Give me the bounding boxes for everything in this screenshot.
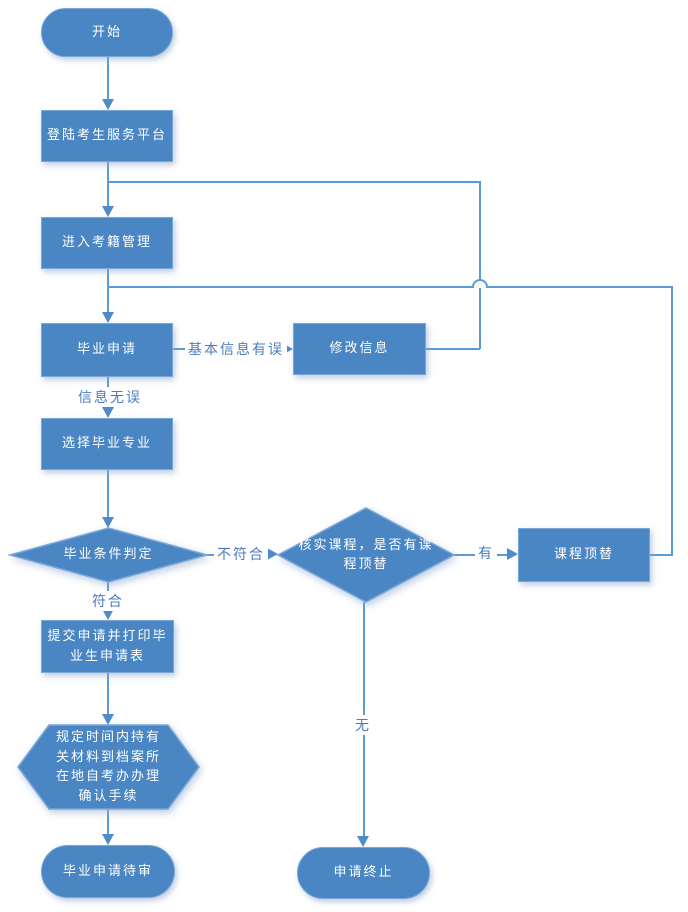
connector-replace-loop-back-left (107, 286, 472, 288)
node-verify-shape (276, 507, 456, 603)
node-replace: 课程顶替 (518, 528, 650, 582)
connector-modify-loop-back (107, 181, 480, 183)
connector-enter-apply (107, 269, 109, 312)
arrowhead-into-modify (282, 343, 293, 355)
arrowhead-into-submit (102, 609, 114, 620)
node-terminate-label: 申请终止 (333, 865, 394, 881)
diamond-verify (276, 507, 456, 603)
node-login: 登陆考生服务平台 (41, 110, 173, 162)
node-select-major: 选择毕业专业 (41, 418, 173, 470)
arrowhead-into-verify (267, 548, 278, 560)
node-terminate: 申请终止 (297, 847, 430, 899)
node-pending: 毕业申请待审 (41, 845, 175, 898)
node-apply-label: 毕业申请 (76, 342, 137, 358)
connector-submit-confirm (107, 673, 109, 715)
node-modify: 修改信息 (293, 323, 426, 375)
arrowhead-into-terminate (357, 836, 369, 847)
connector-login-enter (107, 162, 109, 206)
hexagon-confirm (17, 724, 200, 810)
node-enter-label: 进入考籍管理 (61, 235, 152, 251)
node-replace-label: 课程顶替 (553, 547, 614, 563)
node-verify: 核实课程，是否有课 程顶替 (266, 506, 466, 604)
connector-replace-loop-back-right (488, 286, 672, 288)
connector-modify-loop-up (479, 181, 481, 349)
node-judge-shape (8, 527, 209, 583)
line-jump-bridge (472, 279, 488, 288)
arrowhead-into-enter (102, 206, 114, 217)
arrowhead-into-pending (102, 834, 114, 845)
node-start-label: 开始 (91, 24, 122, 40)
arrowhead-into-replace (507, 548, 518, 560)
node-modify-label: 修改信息 (329, 341, 390, 357)
node-judge: 毕业条件判定 (8, 526, 209, 584)
node-verify-label: 核实课程，是否有课 程顶替 (298, 537, 434, 573)
node-login-label: 登陆考生服务平台 (46, 128, 167, 144)
arrowhead-into-select (102, 407, 114, 418)
arrowhead-into-login (102, 99, 114, 110)
edge-label-info-ok: 信息无误 (75, 387, 145, 407)
connector-replace-loop-up (671, 286, 673, 556)
arrowhead-into-confirm (102, 714, 114, 725)
node-submit-label: 提交申请并打印毕 业生申请表 (47, 629, 168, 664)
connector-replace-loop-out (650, 554, 672, 556)
node-confirm-shape (17, 724, 200, 810)
node-confirm: 规定时间内持有 关材料到档案所 在地自考办办理 确认手续 (16, 723, 201, 811)
node-submit: 提交申请并打印毕 业生申请表 (41, 620, 174, 673)
connector-modify-loop-out (426, 348, 480, 350)
node-judge-label: 毕业条件判定 (63, 547, 154, 563)
edge-label-meet: 符合 (89, 591, 127, 611)
arrowhead-into-judge (102, 517, 114, 528)
node-apply: 毕业申请 (41, 323, 173, 377)
edge-label-no-replace: 无 (352, 715, 374, 735)
edge-label-not-meet: 不符合 (214, 544, 268, 564)
connector-start-login (107, 57, 109, 99)
connector-select-judge (107, 470, 109, 517)
node-enter: 进入考籍管理 (41, 217, 173, 269)
connector-confirm-pending (107, 809, 109, 835)
node-confirm-label: 规定时间内持有 关材料到档案所 在地自考办办理 确认手续 (55, 730, 161, 804)
edge-label-has-replace: 有 (475, 543, 497, 563)
node-select-major-label: 选择毕业专业 (61, 436, 152, 452)
node-pending-label: 毕业申请待审 (62, 863, 153, 879)
diamond-judge (8, 527, 209, 583)
node-start: 开始 (41, 8, 173, 57)
arrowhead-into-apply (102, 312, 114, 323)
edge-label-info-error: 基本信息有误 (185, 339, 287, 359)
